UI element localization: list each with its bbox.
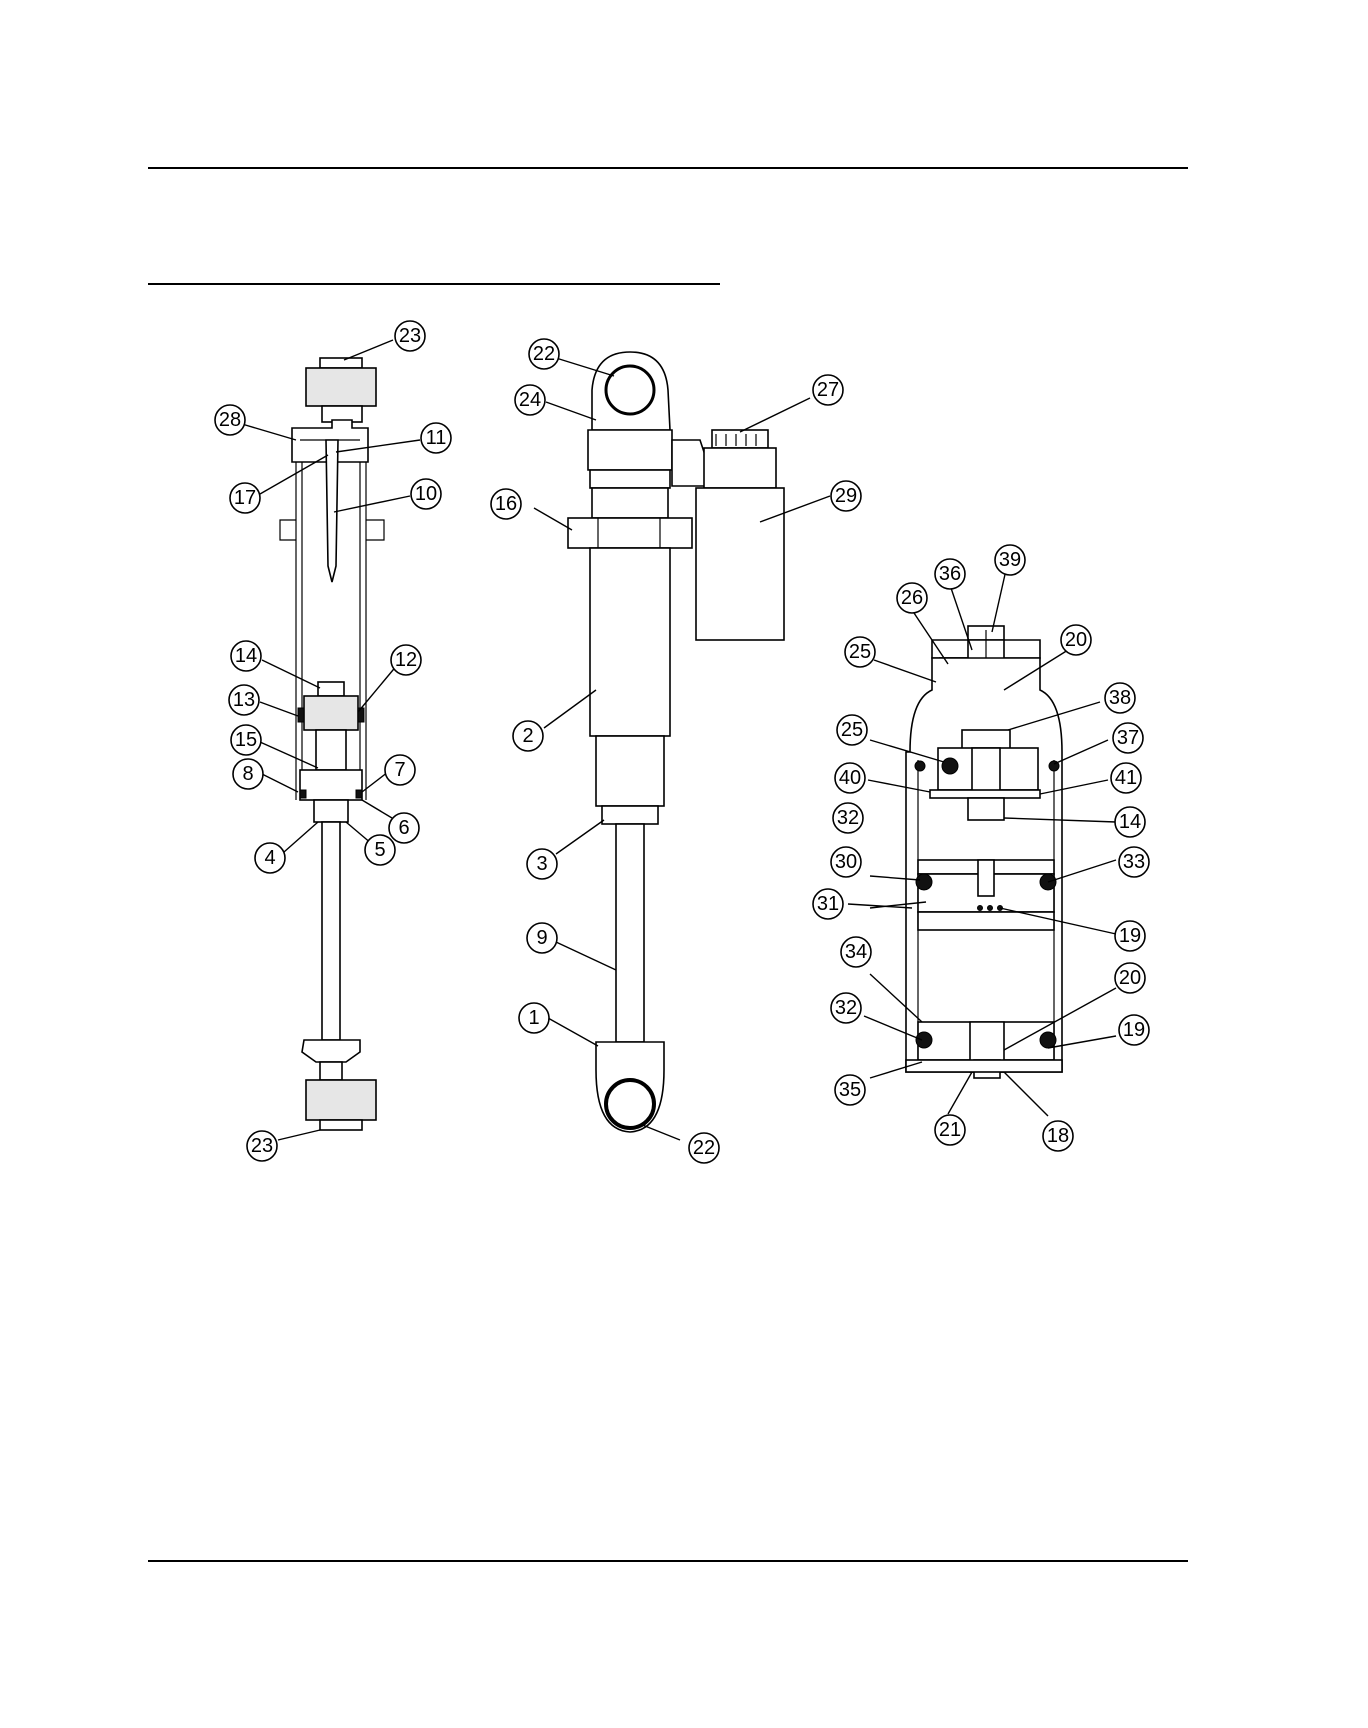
svg-text:4: 4 — [264, 847, 275, 869]
svg-text:14: 14 — [1119, 811, 1141, 833]
callout-6: 6 — [389, 813, 419, 843]
callout-34: 34 — [841, 937, 871, 967]
callout-38: 38 — [1105, 683, 1135, 713]
svg-text:39: 39 — [999, 549, 1021, 571]
svg-text:7: 7 — [394, 759, 405, 781]
svg-text:15: 15 — [235, 729, 257, 751]
callout-22-top: 22 — [529, 339, 559, 369]
svg-text:13: 13 — [233, 689, 255, 711]
svg-text:11: 11 — [426, 427, 447, 449]
callout-24: 24 — [515, 385, 545, 415]
svg-text:30: 30 — [835, 851, 857, 873]
svg-text:40: 40 — [839, 767, 861, 789]
svg-text:20: 20 — [1065, 629, 1087, 651]
svg-text:25: 25 — [849, 641, 871, 663]
callout-32-top: 32 — [833, 803, 863, 833]
svg-text:12: 12 — [395, 649, 417, 671]
callout-29: 29 — [831, 481, 861, 511]
svg-text:3: 3 — [536, 853, 547, 875]
svg-text:36: 36 — [939, 563, 961, 585]
svg-text:37: 37 — [1117, 727, 1139, 749]
svg-text:32: 32 — [837, 807, 859, 829]
svg-text:22: 22 — [533, 343, 555, 365]
callout-17: 17 — [230, 483, 260, 513]
callout-11: 11 — [421, 423, 451, 453]
svg-text:18: 18 — [1047, 1125, 1069, 1147]
callout-36: 36 — [935, 559, 965, 589]
callout-5: 5 — [365, 835, 395, 865]
svg-text:19: 19 — [1119, 925, 1141, 947]
svg-text:33: 33 — [1123, 851, 1145, 873]
svg-text:1: 1 — [528, 1007, 539, 1029]
callout-23-bottom: 23 — [247, 1131, 277, 1161]
callout-16: 16 — [491, 489, 521, 519]
callout-31: 31 — [813, 889, 843, 919]
svg-text:21: 21 — [939, 1119, 961, 1141]
callout-22-bottom: 22 — [689, 1133, 719, 1163]
callout-12: 12 — [391, 645, 421, 675]
callout-18: 18 — [1043, 1121, 1073, 1151]
callout-20-top: 20 — [1061, 625, 1091, 655]
svg-text:24: 24 — [519, 389, 541, 411]
callout-4: 4 — [255, 843, 285, 873]
callout-35: 35 — [835, 1075, 865, 1105]
svg-text:6: 6 — [398, 817, 409, 839]
svg-text:25: 25 — [841, 719, 863, 741]
callout-37: 37 — [1113, 723, 1143, 753]
callout-15: 15 — [231, 725, 261, 755]
svg-text:9: 9 — [536, 927, 547, 949]
svg-text:16: 16 — [495, 493, 517, 515]
svg-text:32: 32 — [835, 997, 857, 1019]
callout-7: 7 — [385, 755, 415, 785]
callout-39: 39 — [995, 545, 1025, 575]
svg-text:10: 10 — [415, 483, 437, 505]
callout-28: 28 — [215, 405, 245, 435]
callout-14-right: 14 — [1115, 807, 1145, 837]
callout-32-bottom: 32 — [831, 993, 861, 1023]
svg-text:17: 17 — [234, 487, 256, 509]
callout-9: 9 — [527, 923, 557, 953]
svg-text:2: 2 — [522, 725, 533, 747]
callout-13: 13 — [229, 685, 259, 715]
callout-33: 33 — [1119, 847, 1149, 877]
svg-text:14: 14 — [235, 645, 257, 667]
callout-10: 10 — [411, 479, 441, 509]
callout-1: 1 — [519, 1003, 549, 1033]
svg-text:41: 41 — [1115, 767, 1137, 789]
callout-41: 41 — [1111, 763, 1141, 793]
callout-19-bottom: 19 — [1119, 1015, 1149, 1045]
svg-text:5: 5 — [374, 839, 385, 861]
svg-text:8: 8 — [242, 763, 253, 785]
callout-40: 40 — [835, 763, 865, 793]
reservoir-cross-section — [906, 626, 1062, 1078]
callout-8: 8 — [233, 759, 263, 789]
svg-text:27: 27 — [817, 379, 839, 401]
callout-14-left: 14 — [231, 641, 261, 671]
svg-text:31: 31 — [817, 893, 839, 915]
svg-text:29: 29 — [835, 485, 857, 507]
callout-20-bottom: 20 — [1115, 963, 1145, 993]
svg-text:38: 38 — [1109, 687, 1131, 709]
svg-text:26: 26 — [901, 587, 923, 609]
svg-text:34: 34 — [845, 941, 867, 963]
callout-25-top: 25 — [845, 637, 875, 667]
callout-23-top: 23 — [395, 321, 425, 351]
callout-21: 21 — [935, 1115, 965, 1145]
svg-text:23: 23 — [251, 1135, 273, 1157]
svg-text:35: 35 — [839, 1079, 861, 1101]
svg-text:28: 28 — [219, 409, 241, 431]
callout-2: 2 — [513, 721, 543, 751]
callout-30: 30 — [831, 847, 861, 877]
callout-3: 3 — [527, 849, 557, 879]
callout-25-mid: 25 — [837, 715, 867, 745]
callout-19-mid: 19 — [1115, 921, 1145, 951]
shock-exterior — [568, 352, 784, 1132]
callout-26: 26 — [897, 583, 927, 613]
svg-text:22: 22 — [693, 1137, 715, 1159]
svg-text:19: 19 — [1123, 1019, 1145, 1041]
svg-text:23: 23 — [399, 325, 421, 347]
callout-27: 27 — [813, 375, 843, 405]
svg-text:20: 20 — [1119, 967, 1141, 989]
